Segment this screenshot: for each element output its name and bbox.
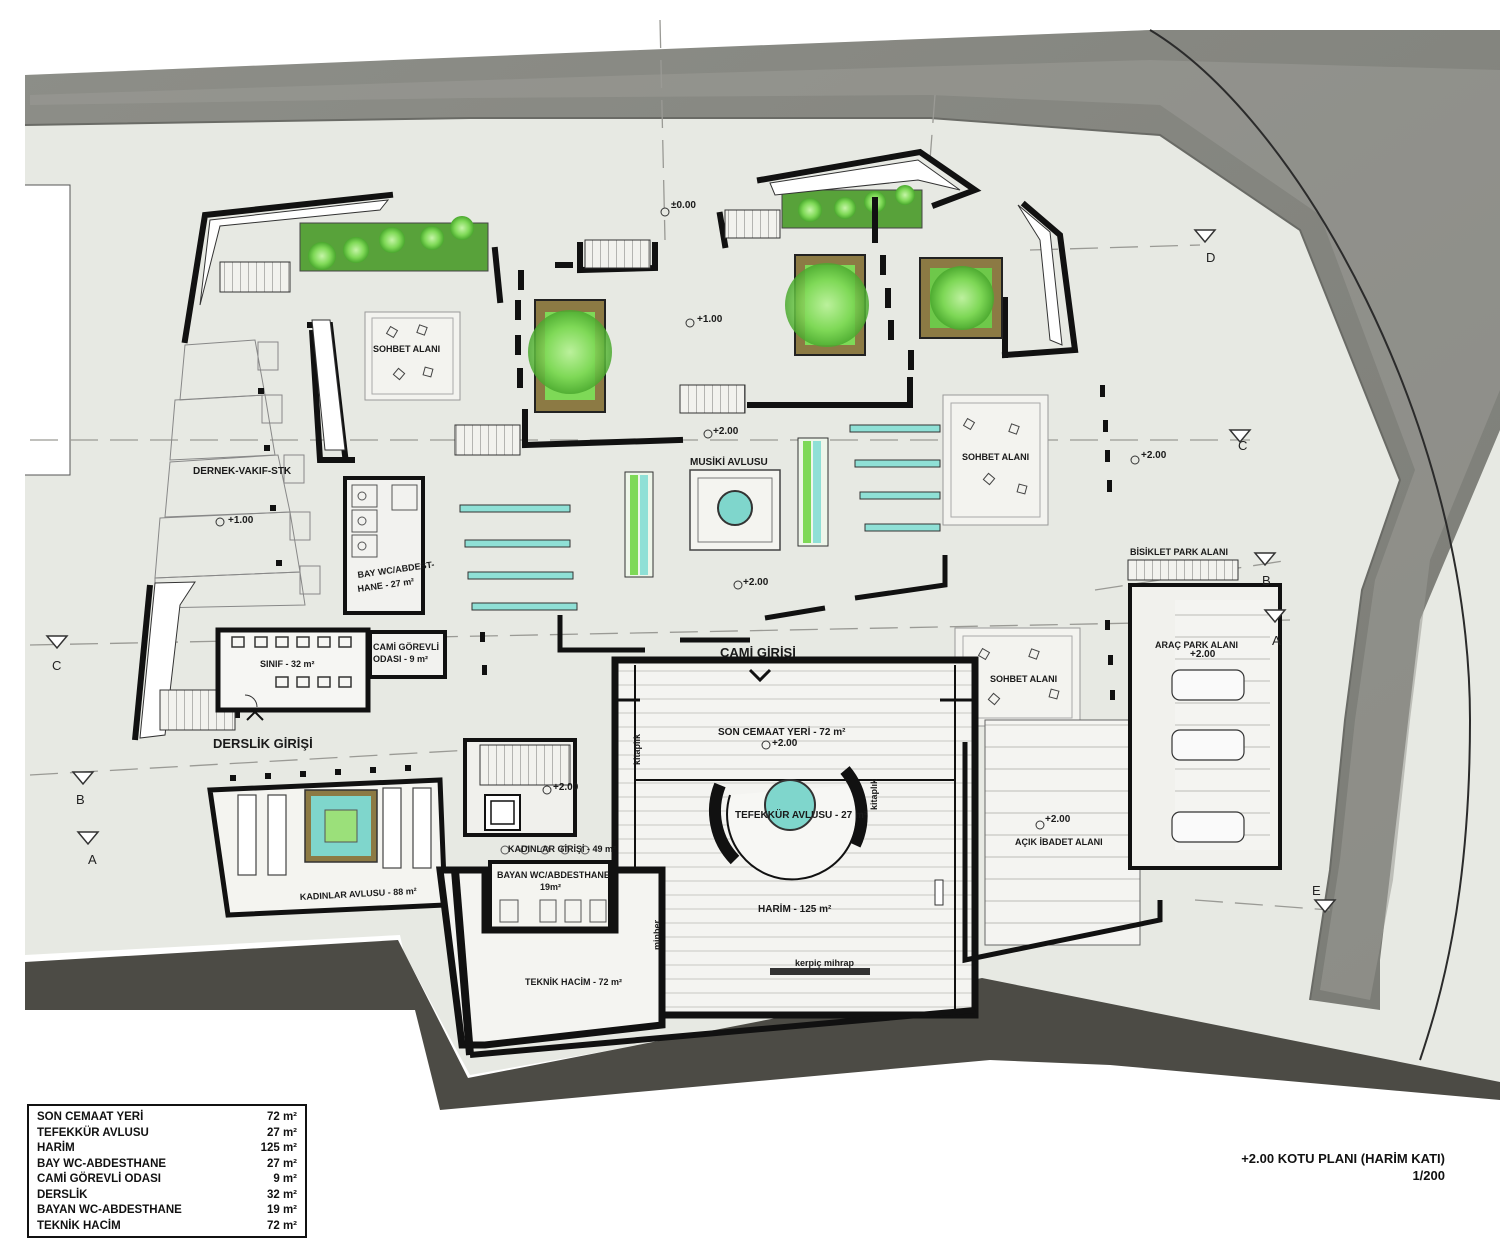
- level-200-f: +2.00: [1045, 814, 1071, 825]
- plan-title-text: +2.00 KOTU PLANI (HARİM KATI): [1241, 1151, 1445, 1166]
- road-lane: [30, 60, 1500, 1000]
- level-200-d: +2.00: [772, 738, 798, 749]
- columns-west: [258, 388, 282, 566]
- label-bayan-wc-2: 19m²: [540, 882, 561, 892]
- label-bisiklet: BİSİKLET PARK ALANI: [1130, 547, 1228, 557]
- plan-scale: 1/200: [1412, 1168, 1445, 1183]
- bay-wc: [343, 476, 425, 615]
- section-markers: [45, 229, 1337, 914]
- label-bayan-wc-1: BAYAN WC/ABDESTHANE: [497, 870, 610, 880]
- label-kadinlar-girisi: KADINLAR GİRİŞİ - 49 m²: [508, 844, 616, 854]
- section-label-a-left: A: [88, 852, 97, 867]
- level-200-a: +2.00: [713, 426, 739, 437]
- label-minber: minber: [652, 919, 662, 950]
- level-200-c: +2.00: [743, 577, 769, 588]
- level-0: ±0.00: [671, 200, 696, 211]
- sohbet-area-2: [942, 394, 1049, 526]
- plan-title: +2.00 KOTU PLANI (HARİM KATI) 1/200: [1120, 1150, 1445, 1184]
- level-100-top: +1.00: [697, 314, 723, 325]
- label-sinif: SINIF - 32 m²: [260, 659, 315, 669]
- site-curb: [24, 117, 1402, 1001]
- cami-entry-arrow: [748, 668, 772, 683]
- section-labels: C B A D C B A E: [52, 250, 1321, 898]
- trees-left: [308, 216, 474, 270]
- tefekkur-pool: [764, 779, 816, 831]
- level-symbols: [215, 207, 1140, 830]
- dernek-wing: [154, 339, 321, 609]
- retaining-ground: [25, 940, 1500, 1110]
- label-kitaplik-2: kitaplık: [869, 778, 879, 810]
- label-sohbet-1: SOHBET ALANI: [373, 344, 440, 354]
- level-200-e: +2.00: [553, 782, 579, 793]
- level-100-left: +1.00: [228, 515, 254, 526]
- label-teknik: TEKNİK HACİM - 72 m²: [525, 977, 622, 987]
- label-arac: ARAÇ PARK ALANI: [1155, 640, 1238, 650]
- label-sohbet-3: SOHBET ALANI: [990, 674, 1057, 684]
- section-label-b-left: B: [76, 792, 85, 807]
- musiki-benches: [459, 424, 941, 611]
- label-harim: HARİM - 125 m²: [758, 902, 832, 915]
- section-label-b-right: B: [1262, 573, 1271, 588]
- label-acik-ibadet: AÇIK İBADET ALANI: [1015, 837, 1103, 847]
- label-dernek: DERNEK-VAKIF-STK: [193, 466, 292, 477]
- road-curve: [1149, 29, 1472, 1061]
- section-label-d: D: [1206, 250, 1215, 265]
- label-kitaplik-1: kitaplık: [632, 733, 642, 765]
- trees-right: [798, 185, 915, 222]
- room-labels: SOHBET ALANI SOHBET ALANI SOHBET ALANI D…: [193, 344, 1238, 987]
- bisiklet-park: [1127, 559, 1239, 581]
- section-label-e: E: [1312, 883, 1321, 898]
- label-cami-girisi: CAMİ GİRİŞİ: [720, 645, 796, 660]
- level-200-g: +2.00: [1190, 649, 1216, 660]
- label-derslik-girisi: DERSLİK GİRİŞİ: [213, 736, 313, 751]
- columns-north: [515, 255, 1112, 492]
- label-sohbet-2: SOHBET ALANI: [962, 452, 1029, 462]
- columns-musiki: [230, 620, 1115, 781]
- sinif-desks: [231, 636, 352, 688]
- label-gorevli-2: ODASI - 9 m²: [373, 654, 428, 664]
- musiki-walls: [557, 555, 948, 653]
- cars: [1171, 669, 1245, 843]
- teknik-hacim: [436, 866, 666, 1049]
- section-label-c-left: C: [52, 658, 61, 673]
- label-gorevli-1: CAMİ GÖREVLİ: [373, 642, 439, 652]
- musiki-pool: [689, 469, 781, 551]
- sohbet-area-1: [364, 311, 461, 401]
- level-200-b: +2.00: [1141, 450, 1167, 461]
- derslik-entry-arrow: [246, 710, 264, 721]
- section-label-a-right: A: [1272, 633, 1281, 648]
- level-labels: ±0.00 +1.00 +1.00 +2.00 +2.00 +2.00 +2.0…: [228, 200, 1216, 825]
- label-tefekkur: TEFEKKÜR AVLUSU - 27 m²: [735, 808, 868, 821]
- label-kerpic: kerpiç mihrap: [795, 958, 855, 968]
- courtyard-planters: [528, 254, 1003, 413]
- acik-ibadet-area: [984, 719, 1141, 946]
- section-label-c-right: C: [1238, 438, 1247, 453]
- mihrab: [770, 968, 870, 975]
- sinif-room: [215, 627, 371, 713]
- north-walls: [181, 148, 1079, 459]
- label-son-cemaat: SON CEMAAT YERİ - 72 m²: [718, 725, 846, 738]
- label-musiki: MUSİKİ AVLUSU: [690, 455, 768, 468]
